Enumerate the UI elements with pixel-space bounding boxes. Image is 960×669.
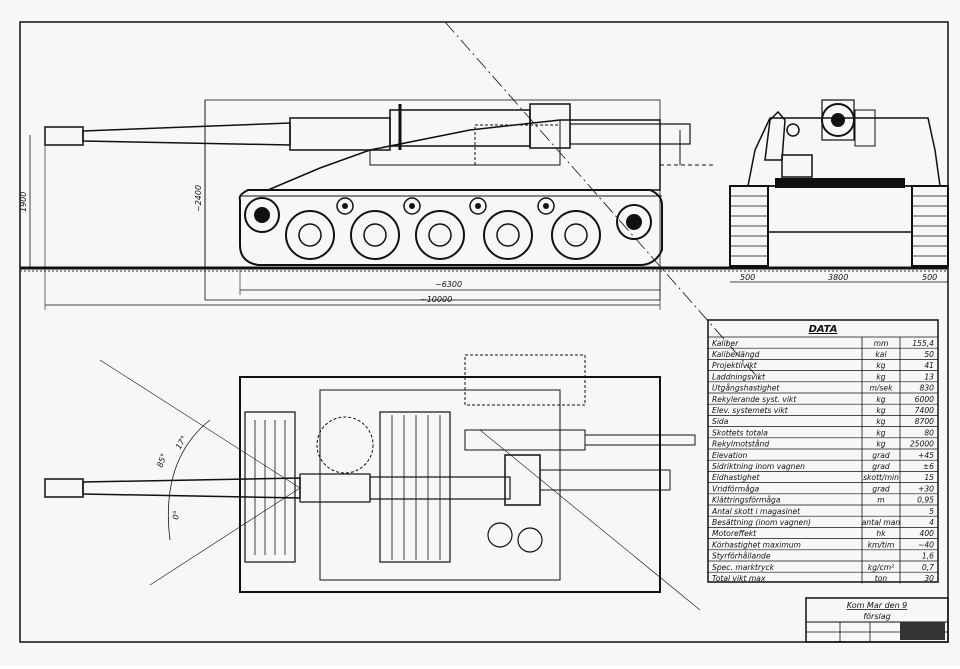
data-row-unit: m [877,496,884,505]
data-row-label: Sidriktning inom vagnen [712,462,805,471]
data-row-label: Elevation [712,451,747,460]
data-row-label: Körhastighet maximum [712,540,801,549]
side-superstructure [267,119,661,191]
data-row-label: Rekylerande syst. vikt [712,395,797,404]
dim-track-gauge: 3800 [828,273,848,282]
data-row-label: Sida [712,417,729,426]
data-row-value: 41 [924,361,934,370]
data-row-value: 1,6 [922,552,934,561]
side-gun [44,103,691,165]
data-row-value: 6000 [915,395,934,404]
data-row-label: Besättning (inom vagnen) [712,518,811,527]
road-wheels [244,197,652,260]
data-row-unit: grad [872,484,890,493]
data-row-unit: hk [876,529,886,538]
data-row-value: 4 [929,518,934,527]
data-row-unit: kal [875,350,887,359]
data-row-label: Rekylmotstånd [712,440,769,449]
data-row-value: 7400 [915,406,934,415]
data-row-value: 25000 [910,440,934,449]
data-row-unit: skott/min [863,473,899,482]
data-row-label: Eldhastighet [712,473,761,482]
data-row-value: 15 [924,473,934,482]
data-row-label: Motoreffekt [712,529,757,538]
data-row-value: 830 [920,384,935,393]
angle-0: 0° [171,510,181,521]
dim-height-total: ~2400 [194,185,203,212]
data-row-unit: antal man [862,518,901,527]
data-row-unit: kg [876,428,885,437]
data-row-unit: ton [875,574,888,583]
data-row-value: 30 [924,574,934,583]
data-row-value: ~40 [918,540,934,549]
data-row-value: +30 [918,484,934,493]
side-track [238,189,663,266]
data-row-label: Spec. marktryck [712,563,775,572]
data-row-value: 50 [924,350,934,359]
data-row-unit: km/tim [868,540,895,549]
data-row-label: Projektilvikt [712,361,758,370]
data-row-value: 0,95 [917,496,934,505]
data-row-unit: kg [876,406,885,415]
data-row-value: ±6 [923,462,934,471]
data-row-label: Kaliber [712,339,739,348]
data-row-unit: kg [876,372,885,381]
data-row-label: Klättringsförmåga [712,496,781,505]
top-view: 85° 17° 0° [44,354,701,611]
angle-17: 17° [174,434,189,451]
data-row-value: 8700 [915,417,934,426]
title-block: Kom Mar den 9 förslag [805,597,949,643]
data-row-unit: kg [876,417,885,426]
sheet-border [19,21,949,643]
data-row-unit: kg [876,440,885,449]
title-line-2: förslag [863,612,890,621]
data-row-label: Kaliberlängd [712,350,760,359]
data-row-label: Total vikt max [712,574,766,583]
dim-total-length: ~10000 [420,295,452,304]
data-row-label: Laddningsvikt [712,372,766,381]
dim-height-hull: 1900 [19,192,28,212]
data-row-unit: kg/cm² [868,563,894,572]
data-row-label: Elev. systemets vikt [712,406,789,415]
front-view: 500 3800 500 [729,99,949,283]
dim-track-right: 500 [922,273,937,282]
data-row-value: 13 [924,372,934,381]
data-row-unit: kg [876,395,885,404]
dim-track-left: 500 [740,273,755,282]
data-row-value: 155,4 [912,339,934,348]
data-row-value: 0,7 [922,563,934,572]
data-row-label: Vridförmåga [712,484,760,493]
data-row-unit: mm [874,339,889,348]
data-table-title: DATA [809,324,838,335]
data-row-unit: kg [876,361,885,370]
data-row-label: Skottets totala [712,428,768,437]
data-row-label: Styrförhållande [712,552,771,561]
title-line-1: Kom Mar den 9 [847,601,908,610]
data-row-value: 400 [920,529,935,538]
data-row-label: Antal skott i magasinet [711,507,801,516]
angle-85: 85° [155,452,168,468]
data-row-label: Utgångshastighet [712,384,780,393]
data-row-unit: grad [872,451,890,460]
data-row-unit: grad [872,462,890,471]
data-row-unit: m/sek [870,384,894,393]
data-row-value: 5 [929,507,934,516]
data-row-value: +45 [918,451,934,460]
dim-hull-length: ~6300 [435,280,462,289]
data-row-value: 80 [924,428,934,437]
